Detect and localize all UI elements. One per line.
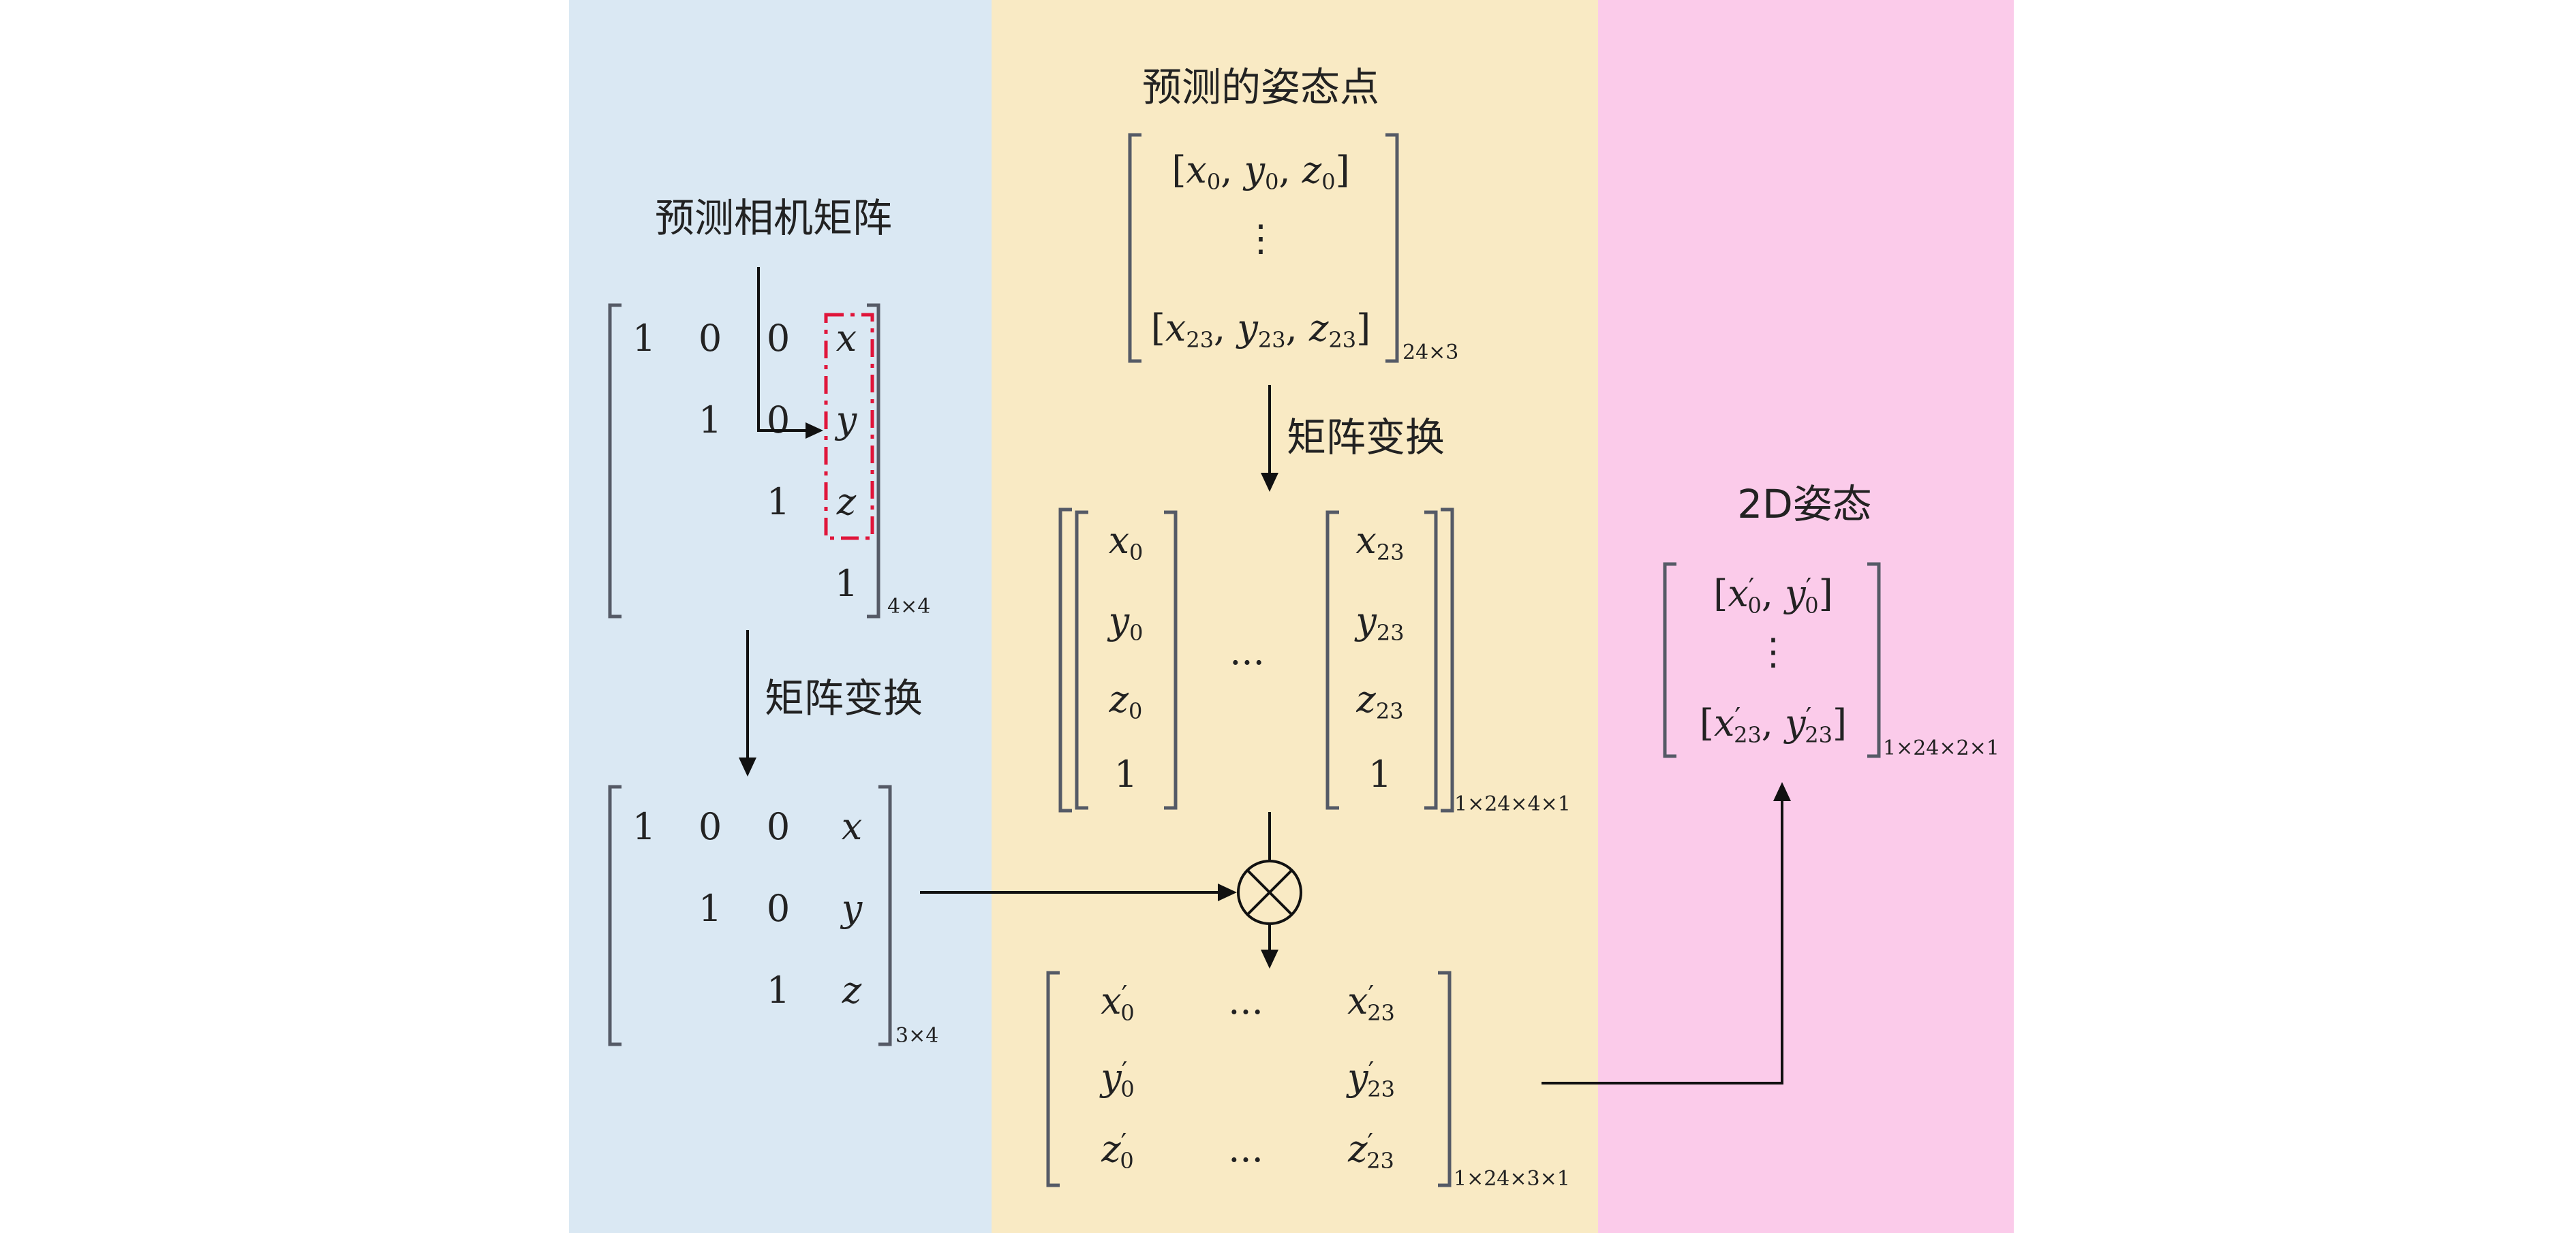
result-to-2d-arrow (1542, 798, 1783, 1084)
m4-entry: 1 (699, 399, 722, 441)
matrix3-right-bracket (878, 785, 892, 1046)
m4-entry: z (836, 480, 857, 523)
result-entry: y′23 (1346, 1056, 1395, 1102)
matrix4-left-bracket (608, 303, 622, 619)
stack-outer-left-bracket (1058, 508, 1072, 813)
pose2d-dimension: 1×24×2×1 (1883, 736, 1999, 760)
title-to-column-arrow (757, 267, 808, 432)
stack-dimension: 1×24×4×1 (1454, 792, 1571, 816)
col-last-entries: x23 y23 z23 1 (1354, 519, 1404, 796)
arrowhead (1261, 950, 1278, 969)
arrowhead (739, 758, 756, 777)
arrowhead (1218, 884, 1237, 901)
arrowhead (1261, 473, 1278, 492)
m4-entry: y (835, 399, 858, 441)
vertical-ellipsis: ⋮ (1755, 630, 1792, 673)
col-last-left-bracket (1325, 510, 1339, 810)
pose2d-right-bracket (1867, 562, 1881, 758)
col-entry: y0 (1107, 599, 1144, 646)
result-entries: x′0 ... x′23 y′0 y′23 z′0 ... z′23 (1099, 980, 1395, 1174)
result-dimension: 1×24×3×1 (1454, 1167, 1570, 1191)
m3-entry: 1 (767, 969, 790, 1012)
matrix4-dimension: 4×4 (887, 595, 930, 619)
result-entry: z′23 (1347, 1127, 1394, 1174)
m4-entry: 0 (767, 317, 790, 360)
m3-entry: 0 (767, 887, 790, 930)
m4-entry: x (836, 317, 857, 360)
result-entry: z′0 (1101, 1127, 1133, 1174)
panel-camera-matrix (569, 0, 992, 1233)
result-entry: x′0 (1101, 980, 1134, 1026)
result-left-bracket (1046, 971, 1060, 1187)
camera-matrix-title: 预测相机矩阵 (655, 195, 892, 241)
horizontal-ellipsis: ... (1229, 630, 1265, 673)
point-row-first: [x0, y0, z0] (1171, 149, 1349, 195)
col-entry: 1 (1114, 753, 1137, 796)
m3-entry: 0 (699, 805, 722, 848)
points-left-bracket (1128, 133, 1141, 363)
col-entry: x0 (1109, 519, 1144, 565)
m4-entry: 0 (767, 399, 790, 441)
matrix3-left-bracket (608, 785, 622, 1046)
m3-entry: 0 (767, 805, 790, 848)
m3-entry: y (840, 887, 863, 930)
point-row-last: [x23, y23, z23] (1151, 307, 1370, 353)
stack-outer-right-bracket (1441, 508, 1454, 813)
col-first-left-bracket (1075, 510, 1088, 810)
matrix3-dimension: 3×4 (895, 1024, 938, 1048)
result-dots: ... (1228, 980, 1263, 1023)
panel-2d-pose (1598, 0, 2014, 1233)
col-entry: y23 (1354, 599, 1404, 646)
col-entry: z0 (1109, 678, 1143, 724)
matrix4-entries: 1 0 0 x 1 0 y 1 z 1 (632, 317, 858, 605)
col-entry: z23 (1355, 678, 1403, 724)
m4-entry: 1 (632, 317, 656, 360)
pose-points-title: 预测的姿态点 (1142, 64, 1379, 110)
left-transform-label: 矩阵变换 (765, 675, 923, 721)
m4-entry: 1 (767, 480, 790, 523)
middle-transform-label: 矩阵变换 (1287, 414, 1445, 461)
col-last-right-bracket (1424, 510, 1438, 810)
points-right-bracket (1385, 133, 1399, 363)
points-dimension: 24×3 (1402, 341, 1458, 364)
matrix3-entries: 1 0 0 x 1 0 y 1 z (632, 805, 863, 1012)
pose2d-left-bracket (1663, 562, 1676, 758)
m4-entry: 1 (835, 562, 858, 605)
arrowhead (1773, 782, 1791, 801)
vertical-ellipsis: ⋮ (1242, 217, 1279, 260)
matrix4-right-bracket (867, 303, 880, 619)
translation-column-highlight (824, 313, 874, 540)
result-right-bracket (1438, 971, 1452, 1187)
result-entry: y′0 (1099, 1056, 1135, 1102)
arrowhead (806, 422, 823, 439)
m3-entry: x (842, 805, 862, 848)
col-entry: 1 (1368, 753, 1392, 796)
col-first-entries: x0 y0 z0 1 (1107, 519, 1144, 796)
m3-entry: 1 (699, 887, 722, 930)
col-entry: x23 (1355, 519, 1404, 565)
pose-2d-title: 2D姿态 (1737, 481, 1872, 527)
m3-entry: 1 (632, 805, 656, 848)
panel-pose-points (992, 0, 1598, 1233)
result-dots: ... (1228, 1127, 1263, 1170)
col-first-right-bracket (1164, 510, 1178, 810)
m4-entry: 0 (699, 317, 722, 360)
result-entry: x′23 (1347, 980, 1395, 1026)
m3-entry: z (842, 969, 862, 1012)
